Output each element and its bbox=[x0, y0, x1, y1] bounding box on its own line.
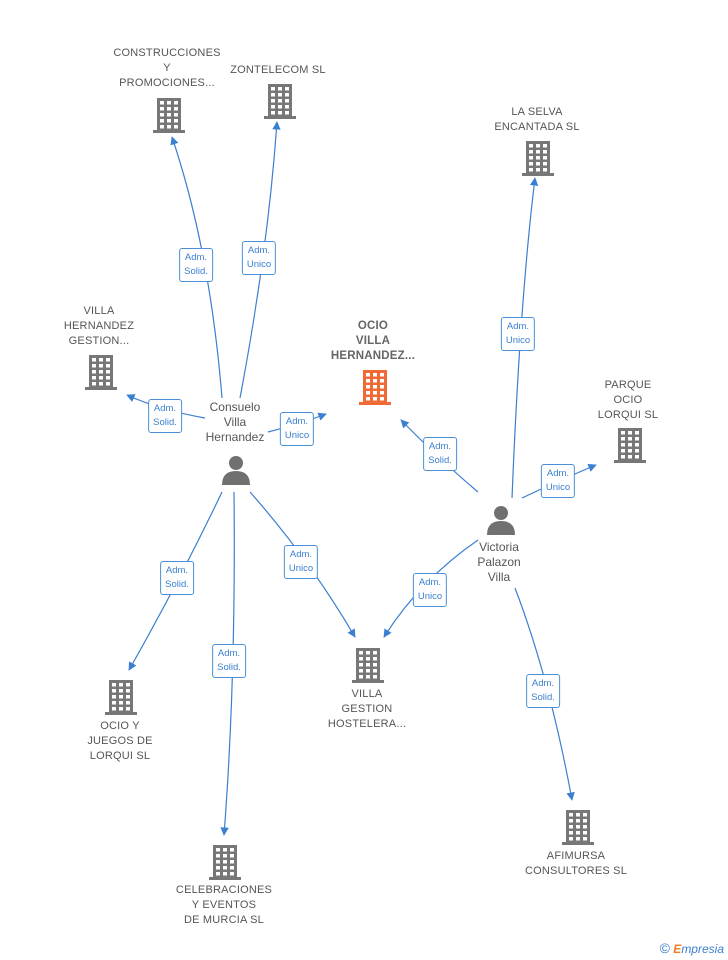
node-label-ocio-juegos: OCIO Y JUEGOS DE LORQUI SL bbox=[87, 720, 153, 762]
edge-label-consuelo-hostelera: Adm. Unico bbox=[283, 545, 319, 579]
copyright-icon: © bbox=[659, 940, 670, 956]
building-icon-celebraciones[interactable] bbox=[209, 845, 241, 880]
building-icon-villa-hernandez-gestion[interactable] bbox=[85, 355, 117, 390]
building-icon-zontelecom[interactable] bbox=[264, 84, 296, 119]
building-icon-la-selva[interactable] bbox=[522, 141, 554, 176]
node-label-villa-gestion-hostelera: VILLA GESTION HOSTELERA... bbox=[327, 688, 407, 730]
brand-initial: E bbox=[673, 942, 682, 956]
building-icon-afimursa[interactable] bbox=[562, 810, 594, 845]
node-label-villa-hernandez-gestion: VILLA HERNANDEZ GESTION... bbox=[63, 305, 135, 347]
edge-label-consuelo-celebraciones: Adm. Solid. bbox=[212, 644, 246, 678]
person-icon-consuelo[interactable] bbox=[222, 456, 250, 485]
edge-label-consuelo-villahernandez: Adm. Solid. bbox=[148, 399, 182, 433]
edge-label-victoria-laselva: Adm. Unico bbox=[500, 317, 536, 351]
node-label-celebraciones: CELEBRACIONES Y EVENTOS DE MURCIA SL bbox=[175, 884, 273, 926]
edge-label-victoria-ociovilla: Adm. Solid. bbox=[423, 437, 457, 471]
building-icon-villa-gestion-hostelera[interactable] bbox=[352, 648, 384, 683]
person-icon-victoria[interactable] bbox=[487, 506, 515, 535]
building-icon-ocio-juegos[interactable] bbox=[105, 680, 137, 715]
edge-label-victoria-parque: Adm. Unico bbox=[540, 464, 576, 498]
node-label-victoria: Victoria Palazon Villa bbox=[477, 540, 521, 584]
node-label-la-selva: LA SELVA ENCANTADA SL bbox=[494, 106, 580, 133]
building-icon-ocio-villa[interactable] bbox=[359, 370, 391, 405]
node-label-ocio-villa: OCIO VILLA HERNANDEZ... bbox=[330, 320, 416, 362]
building-icon-parque-ocio[interactable] bbox=[614, 428, 646, 463]
edge-label-consuelo-ociojuegos: Adm. Solid. bbox=[160, 561, 194, 595]
node-label-consuelo: Consuelo Villa Hernandez bbox=[205, 400, 265, 444]
node-label-parque-ocio: PARQUE OCIO LORQUI SL bbox=[597, 379, 659, 421]
node-label-afimursa: AFIMURSA CONSULTORES SL bbox=[524, 850, 628, 877]
brand-name: mpresia bbox=[681, 942, 724, 956]
building-icon-construcciones[interactable] bbox=[153, 98, 185, 133]
edge-label-consuelo-ociovilla: Adm. Unico bbox=[279, 412, 315, 446]
node-label-zontelecom: ZONTELECOM SL bbox=[230, 64, 326, 76]
node-label-construcciones: CONSTRUCCIONES Y PROMOCIONES... bbox=[113, 47, 221, 89]
edge-label-victoria-hostelera: Adm. Unico bbox=[412, 573, 448, 607]
edge-label-consuelo-zontelecom: Adm. Unico bbox=[241, 241, 277, 275]
brand-footer[interactable]: © Empresia bbox=[660, 940, 724, 956]
edge-label-consuelo-construcciones: Adm. Solid. bbox=[179, 248, 213, 282]
edge-label-victoria-afimursa: Adm. Solid. bbox=[526, 674, 560, 708]
